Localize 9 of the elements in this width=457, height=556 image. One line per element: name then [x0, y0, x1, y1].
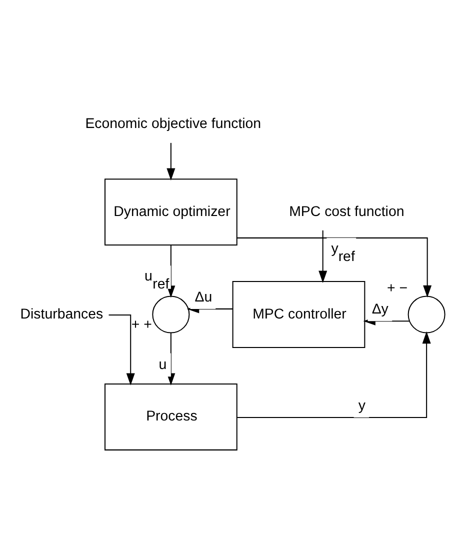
node-label: + − — [387, 280, 408, 296]
edge-label: u — [158, 357, 167, 374]
node-text: Economic objective function — [85, 116, 262, 132]
node-text: Disturbances — [20, 306, 104, 322]
edge-label: Δy — [372, 302, 388, 318]
edge-label: Δu — [194, 290, 212, 306]
node-text: MPC cost function — [289, 204, 404, 220]
node-label: + + — [131, 316, 152, 333]
edge-label: y — [358, 398, 366, 414]
